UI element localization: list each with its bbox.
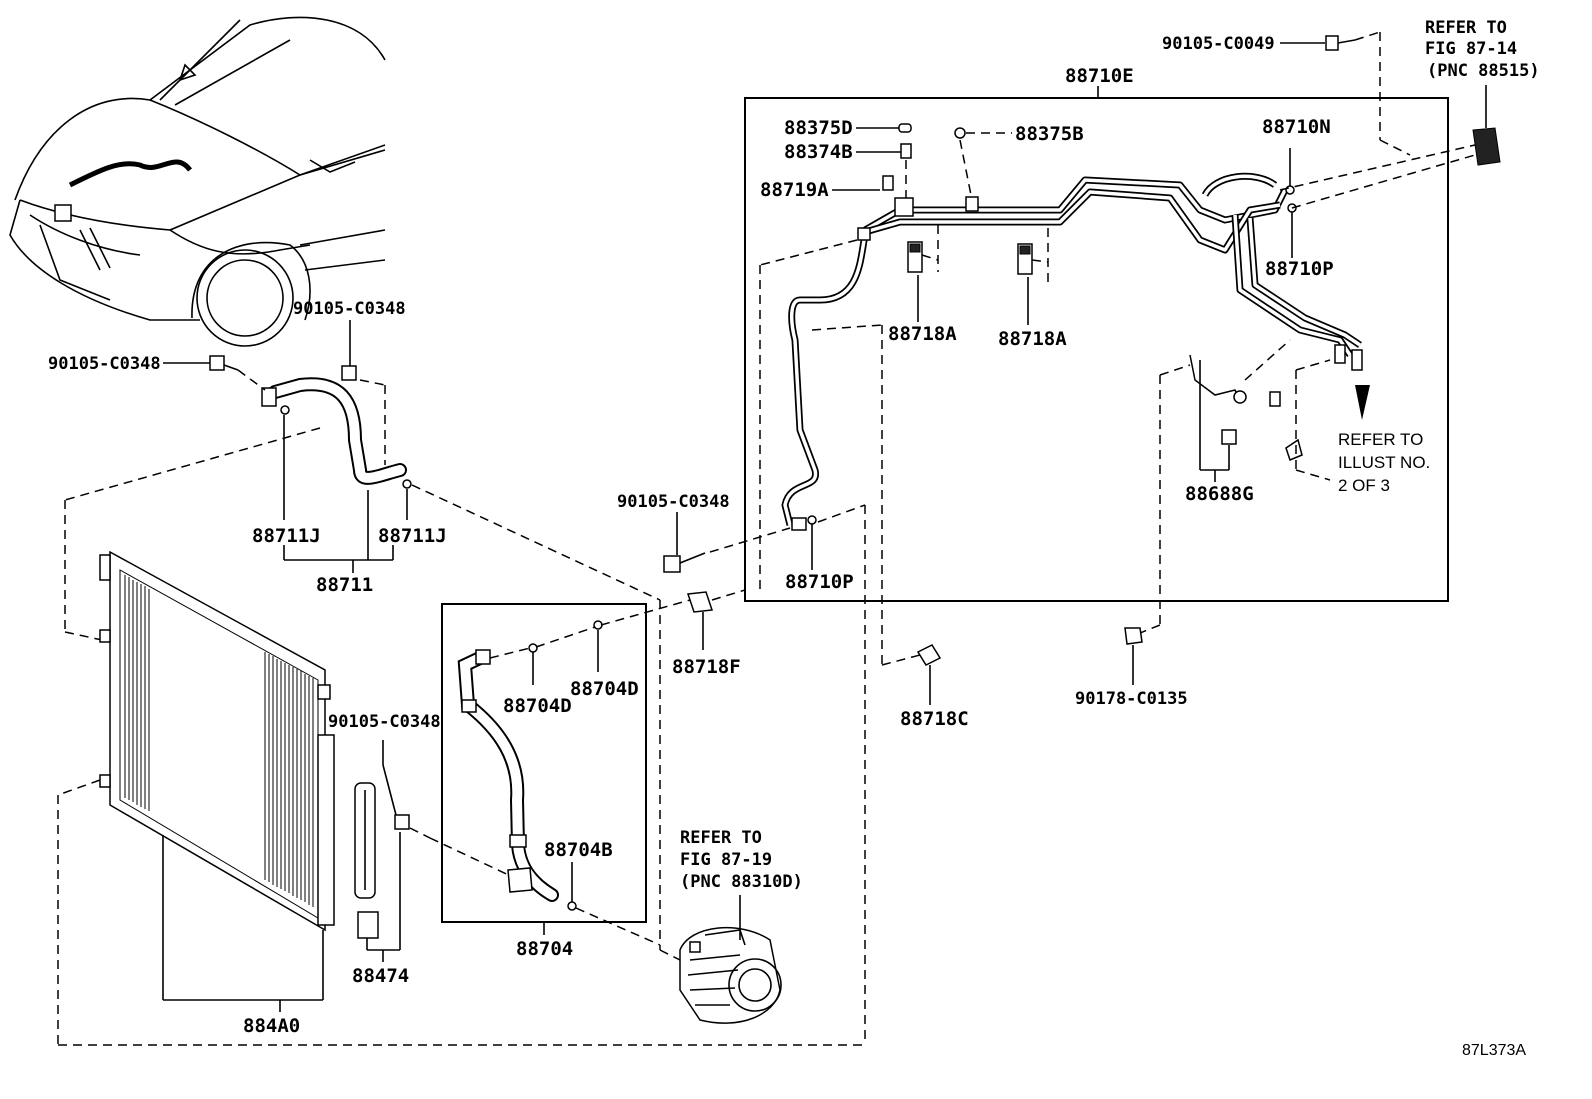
label-88711j-left: 88711J bbox=[252, 525, 321, 547]
svg-text:REFER TO: REFER TO bbox=[680, 828, 762, 848]
label-88688g: 88688G bbox=[1185, 483, 1254, 505]
diagram-code: 87L373A bbox=[1462, 1042, 1526, 1059]
svg-text:(PNC 88515): (PNC 88515) bbox=[1427, 61, 1540, 81]
label-88704d-right: 88704D bbox=[570, 678, 639, 700]
clamp-88718a-left bbox=[907, 225, 939, 322]
vehicle-illustration bbox=[9, 16, 386, 347]
label-90105-c0348-receiver: 90105-C0348 bbox=[328, 712, 441, 732]
compressor bbox=[679, 895, 782, 1024]
label-88374b: 88374B bbox=[784, 141, 853, 163]
clip-90178-c0135 bbox=[1124, 627, 1143, 685]
label-90105-c0348-left: 90105-C0348 bbox=[48, 354, 161, 374]
label-884a0: 884A0 bbox=[243, 1015, 300, 1037]
discharge-pipe bbox=[781, 172, 1362, 526]
connector-88515 bbox=[1279, 32, 1501, 209]
bolt-90105-c0348-mid bbox=[663, 504, 866, 573]
label-88710p-top: 88710P bbox=[1265, 258, 1334, 280]
label-88710n: 88710N bbox=[1262, 116, 1331, 138]
svg-text:REFER TO: REFER TO bbox=[1425, 18, 1507, 38]
label-88375d: 88375D bbox=[784, 117, 853, 139]
suction-hose-88704 bbox=[457, 599, 691, 946]
svg-text:(PNC 88310D): (PNC 88310D) bbox=[680, 872, 803, 892]
note-refer-fig-87-14: REFER TO FIG 87-14 (PNC 88515) bbox=[1425, 18, 1540, 81]
suction-hose-88704-frame bbox=[441, 603, 647, 923]
label-88718f: 88718F bbox=[672, 656, 741, 678]
label-88718c: 88718C bbox=[900, 708, 969, 730]
svg-text:ILLUST NO.: ILLUST NO. bbox=[1338, 453, 1430, 472]
label-88718a-right: 88718A bbox=[998, 328, 1067, 350]
bracket-88688g bbox=[1189, 339, 1291, 482]
label-90178-c0135: 90178-C0135 bbox=[1075, 689, 1188, 709]
label-88704: 88704 bbox=[516, 938, 573, 960]
label-90105-c0348-mid: 90105-C0348 bbox=[617, 492, 730, 512]
label-88718a-left: 88718A bbox=[888, 323, 957, 345]
svg-text:REFER TO: REFER TO bbox=[1338, 430, 1423, 449]
label-88711j-right: 88711J bbox=[378, 525, 447, 547]
label-90105-c0049: 90105-C0049 bbox=[1162, 34, 1275, 54]
label-88704d-left: 88704D bbox=[503, 695, 572, 717]
note-refer-illust-2: REFER TO ILLUST NO. 2 OF 3 bbox=[1338, 430, 1430, 495]
svg-text:FIG 87-14: FIG 87-14 bbox=[1425, 39, 1517, 59]
label-90105-c0348-car: 90105-C0348 bbox=[293, 299, 406, 319]
label-88375b: 88375B bbox=[1015, 123, 1084, 145]
clamp-88718a-right bbox=[1017, 228, 1049, 325]
label-88719a: 88719A bbox=[760, 179, 829, 201]
discharge-hose-88711 bbox=[163, 320, 412, 573]
label-88711: 88711 bbox=[316, 574, 373, 596]
label-88710e: 88710E bbox=[1065, 65, 1134, 87]
svg-text:FIG 87-19: FIG 87-19 bbox=[680, 850, 772, 870]
label-88710p-low: 88710P bbox=[785, 571, 854, 593]
service-valve-parts bbox=[791, 123, 1297, 570]
receiver-88474 bbox=[354, 740, 431, 962]
svg-text:2 OF 3: 2 OF 3 bbox=[1338, 476, 1390, 495]
label-88474: 88474 bbox=[352, 965, 409, 987]
label-88704b: 88704B bbox=[544, 839, 613, 861]
clamp-88718f bbox=[686, 589, 746, 650]
pipe-assy-88710e-frame bbox=[744, 97, 1449, 602]
condenser-884a0 bbox=[99, 550, 335, 1012]
refer-illust-2-callout bbox=[1269, 344, 1370, 481]
note-refer-fig-87-19: REFER TO FIG 87-19 (PNC 88310D) bbox=[680, 828, 803, 892]
clamp-88718c bbox=[916, 644, 942, 705]
bolt-90105-c0049 bbox=[1280, 31, 1381, 51]
